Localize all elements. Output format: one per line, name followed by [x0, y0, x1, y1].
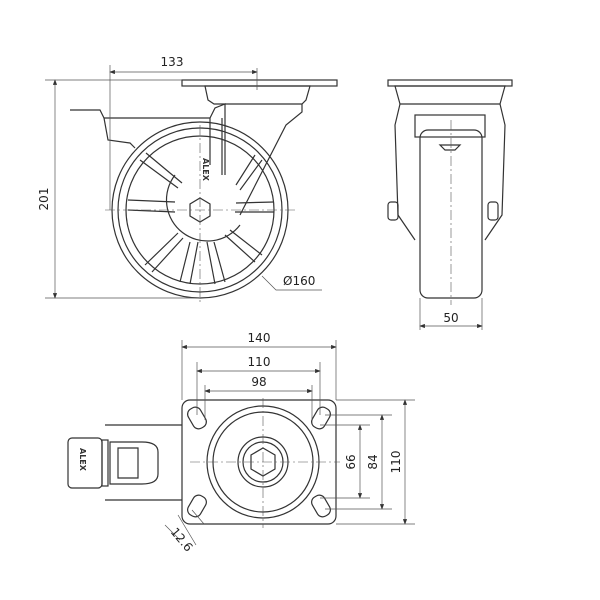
dim-98: 98 — [251, 375, 266, 389]
side-view: ALEX 133 201 Ø160 — [37, 55, 338, 305]
brake-logo: ALEX — [78, 448, 87, 472]
bottom-view: ALEX 140 110 98 110 84 66 12.6 — [67, 331, 415, 554]
dim-133: 133 — [161, 55, 184, 69]
brake-pedal: ALEX — [67, 424, 182, 501]
dim-201: 201 — [37, 188, 51, 211]
dim-110-vertical: 110 — [389, 451, 403, 474]
wheel-spokes — [127, 152, 275, 285]
front-view: 50 — [387, 79, 513, 330]
dim-140: 140 — [248, 331, 271, 345]
dim-66: 66 — [344, 454, 358, 469]
dim-110-horizontal: 110 — [248, 355, 271, 369]
dim-50: 50 — [443, 311, 458, 325]
dim-12-6: 12.6 — [168, 525, 196, 554]
dim-84: 84 — [366, 454, 380, 469]
dim-diameter-160: Ø160 — [283, 274, 315, 288]
side-logo: ALEX — [201, 158, 210, 182]
mounting-slots — [187, 406, 331, 518]
